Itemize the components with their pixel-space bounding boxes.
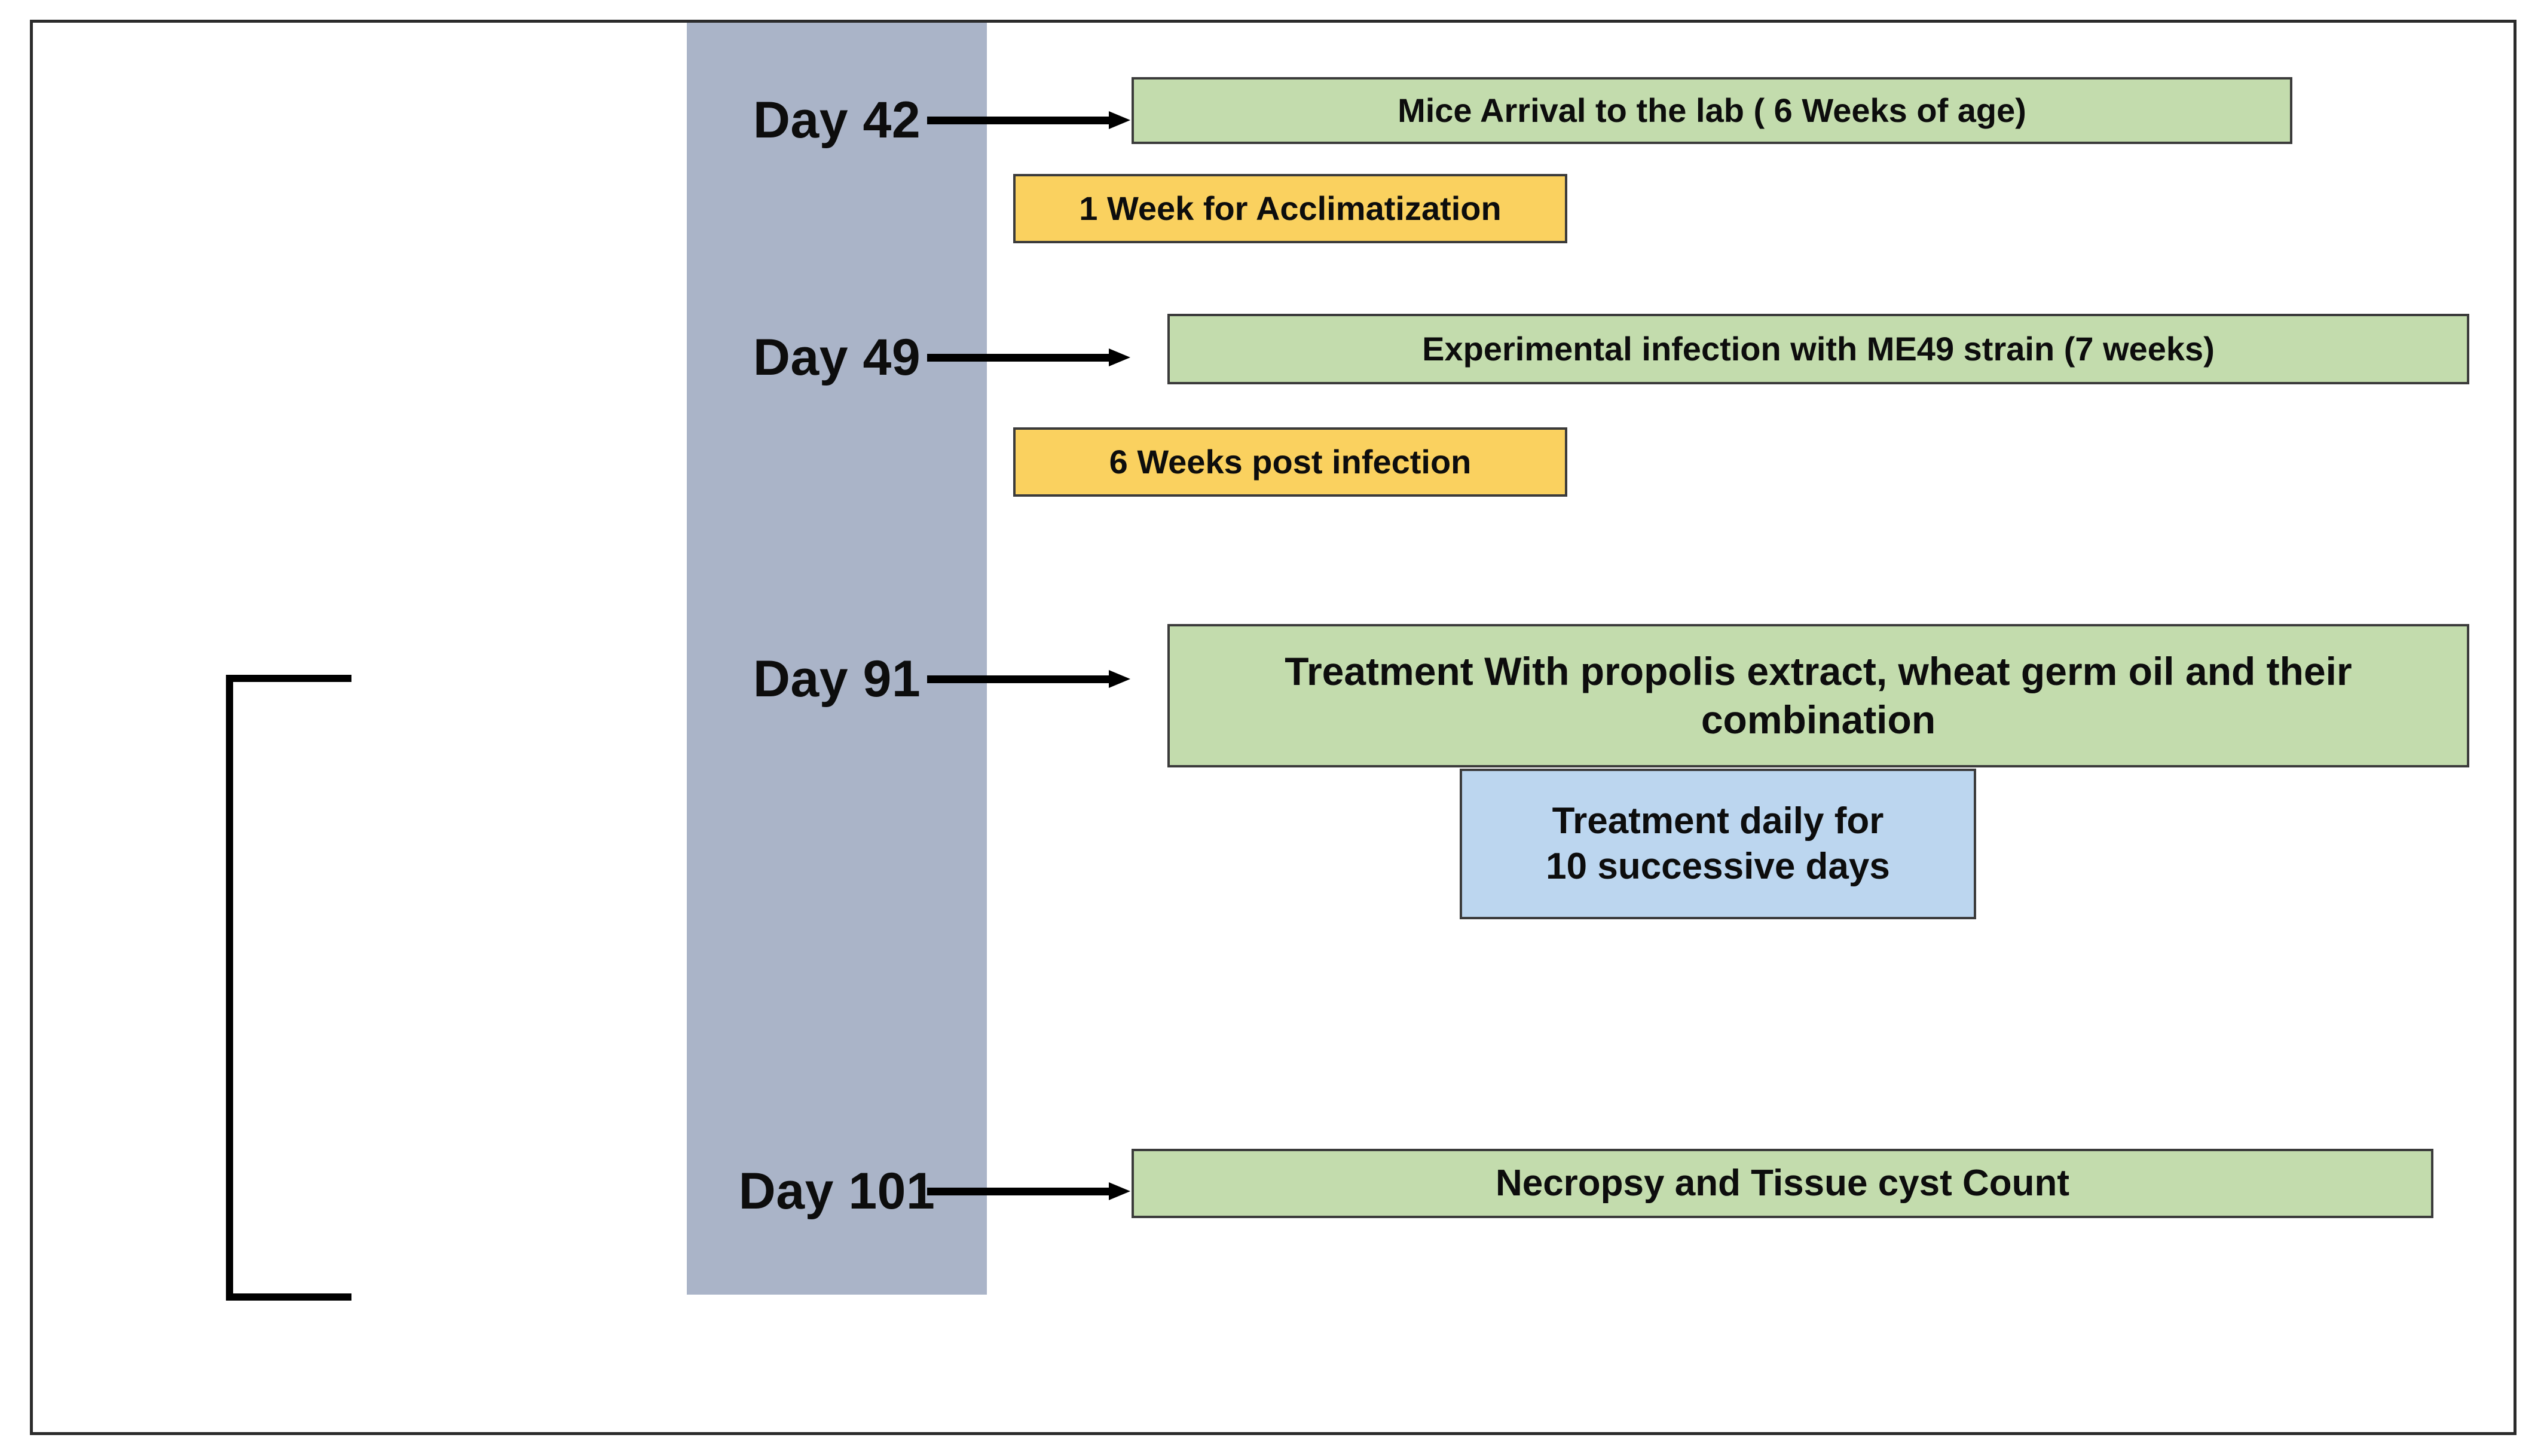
day-label-49: Day 49 [753, 329, 921, 386]
arrow-day-91 [927, 670, 1130, 688]
note-line-2: 10 successive days [1546, 846, 1890, 887]
event-box-treatment: Treatment With propolis extract, wheat g… [1167, 624, 2469, 767]
day-label-42: Day 42 [753, 91, 921, 149]
timeline-bar [687, 23, 987, 1295]
interval-box-post-infection: 6 Weeks post infection [1013, 427, 1567, 497]
arrow-day-101 [927, 1182, 1130, 1200]
arrow-day-49 [927, 348, 1130, 366]
event-box-necropsy: Necropsy and Tissue cyst Count [1132, 1149, 2433, 1218]
bracket-bottom-segment [226, 1293, 351, 1301]
event-box-experimental-infection: Experimental infection with ME49 strain … [1167, 314, 2469, 384]
day-label-101: Day 101 [738, 1163, 935, 1220]
bracket-top-segment [226, 675, 351, 682]
timeline-canvas: Day 42 Mice Arrival to the lab ( 6 Weeks… [33, 23, 2514, 1432]
interval-box-acclimatization: 1 Week for Acclimatization [1013, 174, 1567, 243]
note-box-treatment-duration: Treatment daily for 10 successive days [1460, 769, 1976, 919]
note-line-1: Treatment daily for [1552, 800, 1884, 842]
event-box-mice-arrival: Mice Arrival to the lab ( 6 Weeks of age… [1132, 77, 2292, 144]
arrow-day-42 [927, 111, 1130, 129]
day-label-91: Day 91 [753, 650, 921, 708]
bracket-vertical-segment [226, 675, 233, 1301]
figure-frame: Day 42 Mice Arrival to the lab ( 6 Weeks… [30, 20, 2517, 1435]
